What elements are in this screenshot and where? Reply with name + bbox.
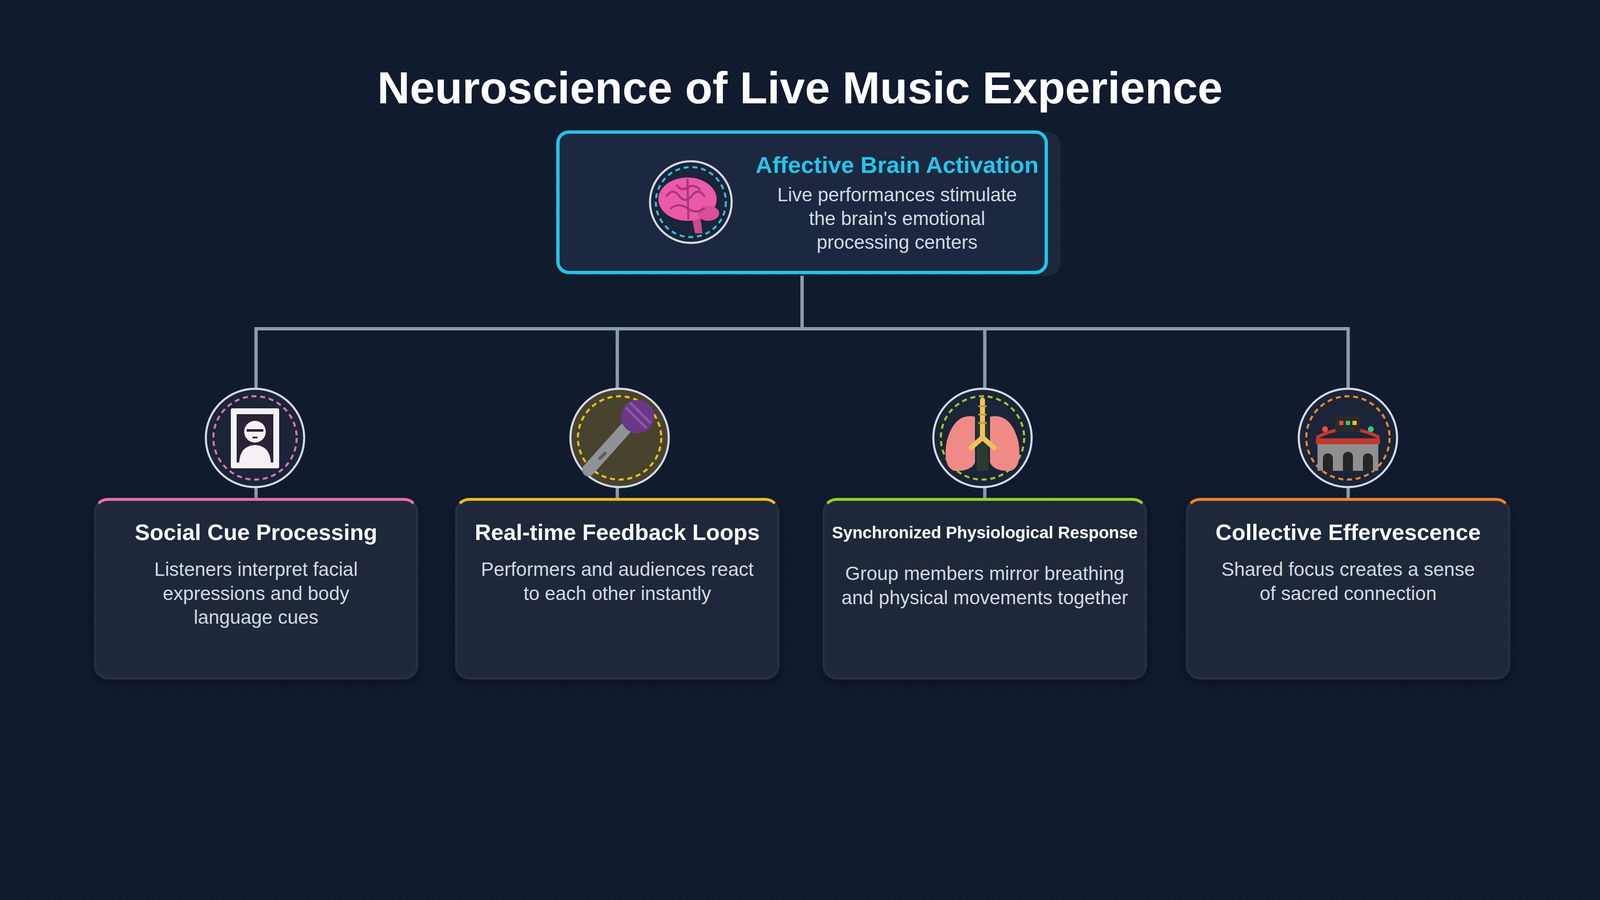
venue-wall — [1317, 444, 1379, 471]
icon-ring — [1306, 396, 1390, 480]
text-group: Real-time Feedback LoopsPerformers and a… — [457, 500, 778, 606]
node-heading: Synchronized Physiological Response — [832, 518, 1138, 547]
icon-ring — [213, 396, 297, 480]
venue-arches — [1322, 451, 1373, 471]
node-body: Group members mirror breathing and physi… — [830, 561, 1140, 610]
connector-line — [617, 274, 803, 498]
microphone-head — [620, 400, 655, 434]
portrait-inner — [236, 414, 274, 463]
lung-center — [976, 420, 989, 471]
card-box: Collective EffervescenceShared focus cre… — [1185, 497, 1511, 680]
card-box: Real-time Feedback LoopsPerformers and a… — [455, 497, 780, 680]
crowd-dot — [1322, 426, 1328, 433]
venue-screen — [1335, 416, 1361, 432]
connector-line — [802, 274, 1349, 498]
trachea — [970, 400, 995, 448]
portrait-frame — [230, 408, 280, 469]
venue-light — [1345, 420, 1350, 425]
node-heading: Collective Effervescence — [1215, 518, 1481, 547]
venue-roof — [1315, 438, 1380, 445]
text-group: Affective Brain ActivationLive performan… — [747, 133, 1048, 271]
node-body: Shared focus creates a sense of sacred c… — [1215, 557, 1482, 606]
icon-ring — [577, 396, 662, 480]
venue-icon — [1298, 388, 1398, 488]
lungs-icon — [933, 388, 1032, 488]
icon-circle — [933, 388, 1032, 488]
lung-left — [945, 416, 975, 471]
icon-ring — [940, 396, 1025, 480]
diagram-title: Neuroscience of Live Music Experience — [0, 60, 1600, 115]
crowd-dot — [1367, 426, 1374, 433]
icon-circle — [1298, 388, 1398, 488]
portrait-eyes — [246, 429, 264, 432]
venue-rope — [1316, 429, 1380, 438]
microphone-switch — [600, 453, 605, 459]
node-body: Live performances stimulate the brain's … — [763, 182, 1031, 255]
microphone-icon — [570, 388, 669, 488]
node-body: Listeners interpret facial expressions a… — [139, 557, 373, 630]
venue-light — [1352, 420, 1357, 425]
lung-right — [990, 416, 1020, 471]
text-group: Collective EffervescenceShared focus cre… — [1188, 500, 1508, 606]
text-group: Synchronized Physiological ResponseGroup… — [825, 500, 1145, 610]
text-group: Social Cue ProcessingListeners interpret… — [96, 500, 416, 630]
card-box: Social Cue ProcessingListeners interpret… — [93, 497, 419, 680]
node-heading: Affective Brain Activation — [755, 150, 1039, 180]
venue-light — [1339, 420, 1344, 425]
portrait-icon — [205, 388, 305, 488]
icon-circle — [205, 388, 305, 488]
portrait-body — [239, 445, 271, 463]
icon-circle — [570, 388, 669, 488]
microphone-grille — [625, 402, 651, 429]
connector-line — [256, 274, 803, 498]
node-heading: Real-time Feedback Loops — [474, 518, 760, 547]
portrait-head — [244, 420, 266, 443]
node-body: Performers and audiences react to each o… — [471, 557, 764, 606]
portrait-mouth — [252, 436, 258, 439]
node-heading: Social Cue Processing — [134, 518, 378, 547]
root-box: Affective Brain ActivationLive performan… — [556, 130, 1048, 275]
card-box: Synchronized Physiological ResponseGroup… — [822, 497, 1148, 680]
microphone-handle — [588, 429, 625, 470]
connector-line — [802, 274, 985, 498]
trachea-rings — [978, 406, 987, 423]
